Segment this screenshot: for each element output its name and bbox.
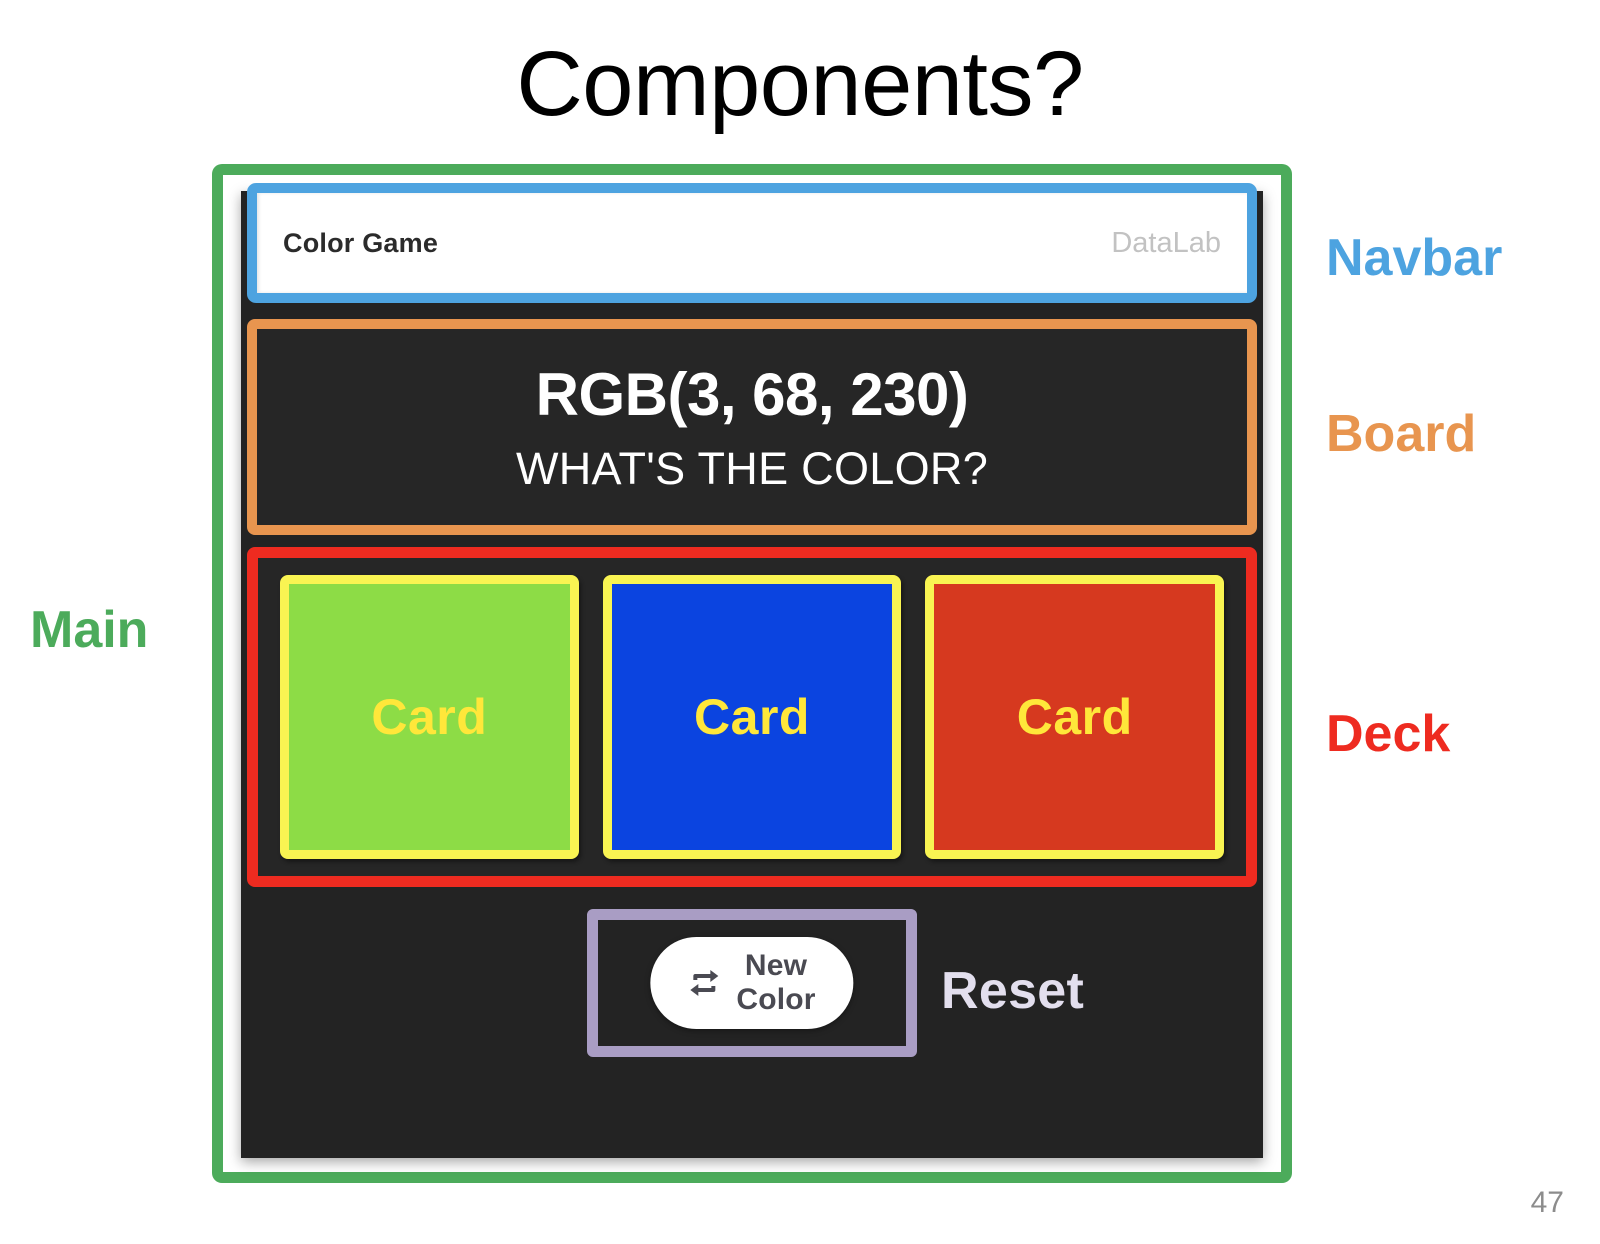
card[interactable]: Card xyxy=(602,575,902,859)
navbar: Color Game DataLab xyxy=(257,193,1247,293)
card[interactable]: Card xyxy=(280,575,579,859)
card-label: Card xyxy=(1016,689,1133,745)
navbar-right-label[interactable]: DataLab xyxy=(1111,226,1221,259)
main-component-outline: Color Game DataLab RGB(3, 68, 230) WHAT'… xyxy=(212,164,1292,1183)
annotation-label-board: Board xyxy=(1326,405,1477,463)
navbar-component-outline: Color Game DataLab xyxy=(247,183,1257,303)
navbar-brand[interactable]: Color Game xyxy=(283,227,439,258)
slide-page-number: 47 xyxy=(1530,1186,1564,1219)
board-component-outline: RGB(3, 68, 230) WHAT'S THE COLOR? xyxy=(247,319,1257,535)
page-title: Components? xyxy=(516,33,1084,135)
repeat-icon xyxy=(688,969,720,997)
board-rgb-value: RGB(3, 68, 230) xyxy=(535,360,969,428)
card-label: Card xyxy=(371,689,488,745)
new-color-button-label: New Color xyxy=(736,949,816,1016)
new-color-button[interactable]: New Color xyxy=(650,937,854,1029)
card[interactable]: Card xyxy=(925,575,1225,859)
card-label: Card xyxy=(694,689,810,745)
annotation-label-navbar: Navbar xyxy=(1326,229,1503,287)
annotation-label-deck: Deck xyxy=(1326,705,1451,763)
app-panel: Color Game DataLab RGB(3, 68, 230) WHAT'… xyxy=(241,183,1263,1158)
deck: Card Card Card xyxy=(258,558,1246,876)
reset-component-outline: New Color xyxy=(587,909,917,1057)
annotation-label-main: Main xyxy=(30,601,149,659)
board: RGB(3, 68, 230) WHAT'S THE COLOR? xyxy=(257,329,1247,525)
board-question-text: WHAT'S THE COLOR? xyxy=(515,442,989,494)
deck-component-outline: Card Card Card xyxy=(247,547,1257,887)
reset-annotation-label: Reset xyxy=(941,962,1085,1020)
